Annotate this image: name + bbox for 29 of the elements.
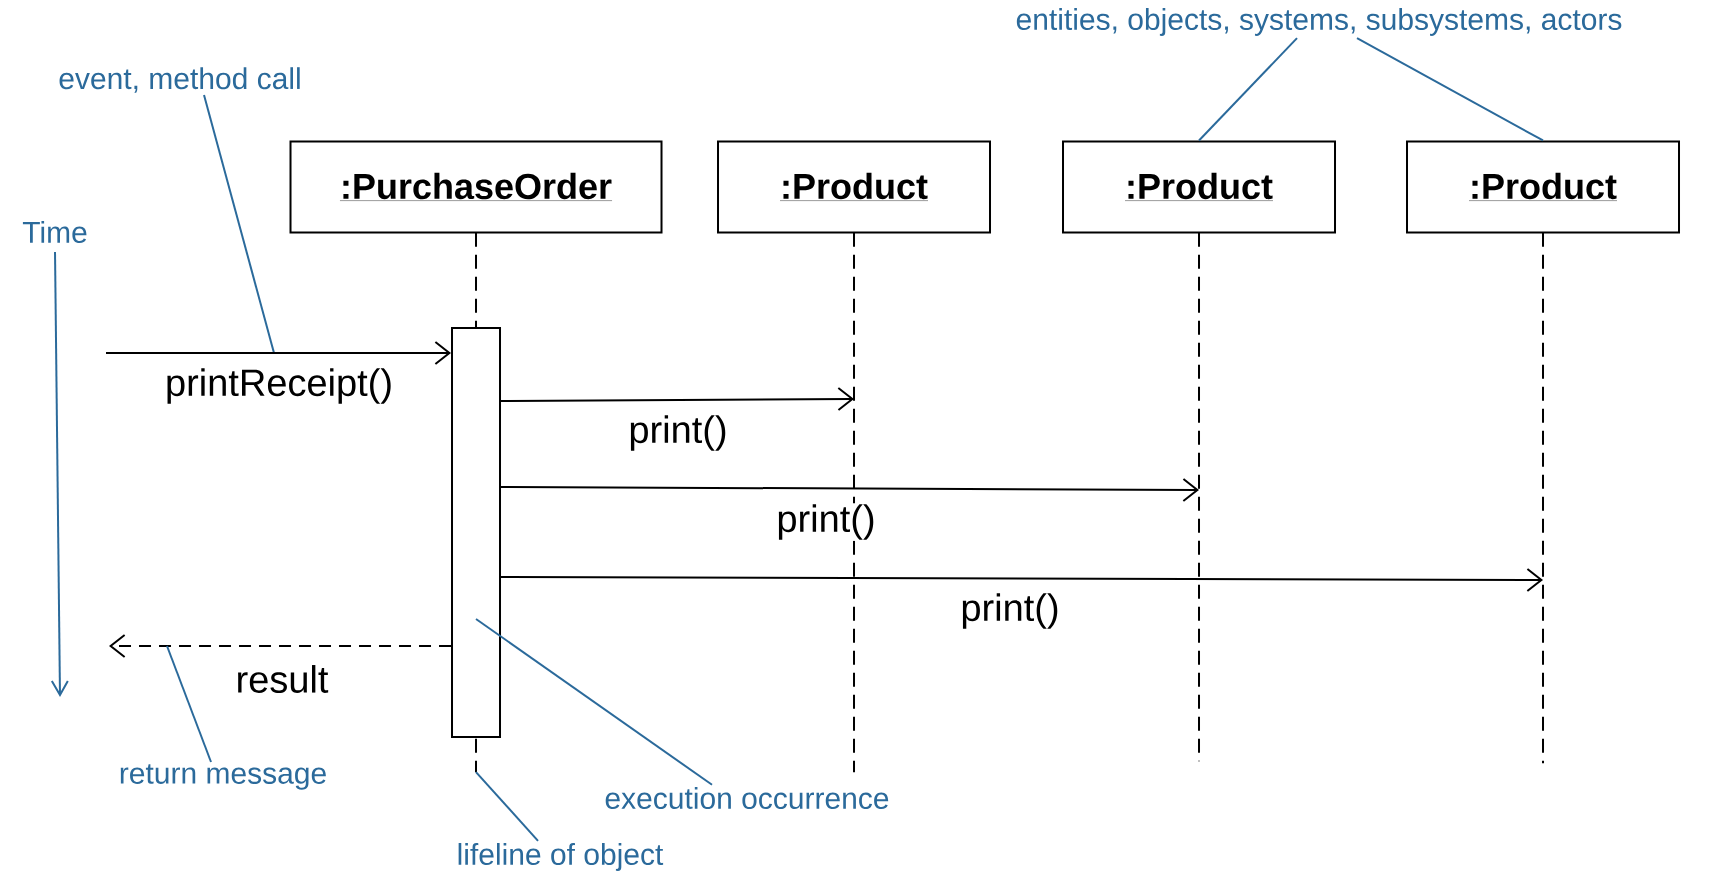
activation-bar [451, 327, 501, 738]
leader-line [1198, 37, 1298, 142]
annotation: entities, objects, systems, subsystems, actors [1016, 8, 1622, 36]
axis-label: Time [22, 221, 87, 243]
object-box: :Product [1062, 140, 1336, 234]
message-arrow [105, 341, 451, 365]
edge-label: print() [775, 503, 877, 541]
annotation: lifeline of object [458, 843, 664, 871]
message-arrow [109, 634, 452, 658]
edge-label: result [234, 664, 330, 694]
lifeline [1542, 231, 1544, 765]
edge-label: printReceipt() [163, 367, 395, 405]
message-arrow [500, 477, 1199, 502]
leader-line [203, 94, 275, 354]
annotation: return message [120, 764, 326, 790]
edge-label: print() [627, 414, 729, 452]
message-arrow [500, 387, 854, 412]
object-box: :Product [1406, 140, 1680, 234]
annotation: event, method call [59, 67, 300, 93]
object-box: :PurchaseOrder [289, 140, 663, 234]
leader-line [166, 645, 212, 763]
leader-line [475, 618, 713, 786]
message-arrow [500, 567, 1543, 592]
edge-label: print() [959, 592, 1061, 630]
annotation: execution occurrence [605, 787, 889, 809]
lifeline [853, 231, 855, 774]
leader-line [475, 771, 539, 842]
leader-line [1356, 37, 1544, 142]
object-box: :Product [717, 140, 991, 234]
